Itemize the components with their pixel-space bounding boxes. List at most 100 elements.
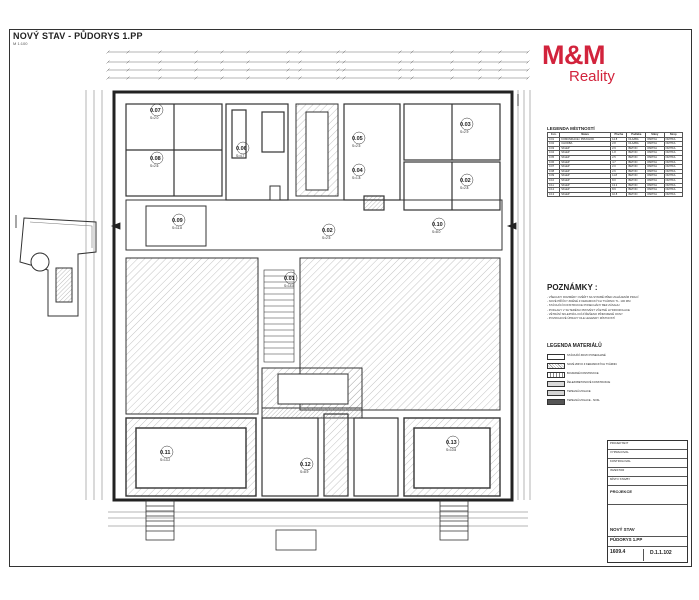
room-label: 0.02S=2.5 (322, 223, 336, 240)
room-label-id: 0.08 (150, 156, 161, 162)
room-label-circle (160, 445, 174, 459)
room-label-id: 0.03 (460, 122, 471, 128)
room-label: 0.01S=14.8 (284, 271, 298, 288)
room-label-circle (284, 271, 298, 285)
table-cell: SKLEP (559, 191, 612, 198)
table-cell: OMÍTKA (663, 191, 684, 198)
room-label-circle (150, 151, 164, 165)
material-swatch (547, 390, 565, 396)
stamp-row: INVESTOR (608, 468, 687, 477)
table-cell: 10.8 (610, 191, 628, 198)
room-label-circle (432, 217, 446, 231)
stamp-row: MÍSTO STAVBY (608, 477, 687, 486)
brand-logo-sub: Reality (569, 68, 615, 85)
room-label-area: S=2.5 (322, 236, 331, 240)
note-line: - STÁVAJÍCÍ KONSTRUKCE PONECHÁNY BEZ ZÁS… (547, 303, 620, 308)
staircase (263, 269, 295, 363)
material-label: TEPELNÁ IZOLACE (567, 390, 591, 393)
room-label: 0.02S=2.8 (460, 173, 474, 190)
material-label: BOURANÉ KONSTRUKCE (567, 372, 599, 375)
room-label-id: 0.02 (322, 228, 333, 234)
middle-strip (261, 367, 363, 419)
stamp-row: KONTROLOVAL (608, 459, 687, 468)
outer-walls (112, 90, 514, 502)
room-label: 0.13S=10.8 (446, 435, 460, 452)
room-label-id: 0.05 (352, 136, 363, 142)
material-label: NOVÉ ZDIVO Z KERAMICKÝCH TVÁRNIC (567, 363, 618, 366)
material-label: TEPELNÁ IZOLACE - SOKL (567, 399, 600, 402)
room-label-circle (446, 435, 460, 449)
room-label-id: 0.04 (352, 168, 364, 174)
material-swatch (547, 372, 565, 378)
material-label: ŽELEZOBETONOVÉ KONSTRUKCE (567, 381, 611, 384)
material-legend-item: BOURANÉ KONSTRUKCE (547, 371, 687, 378)
room-label-id: 0.12 (300, 462, 311, 468)
room-label: 0.10S=8.0 (432, 217, 446, 234)
room-label-circle (352, 163, 366, 177)
material-swatch (547, 363, 565, 369)
room-label-area: S=14.8 (284, 284, 294, 288)
dimension-lines-left (85, 90, 103, 500)
drawing-sheet (9, 29, 692, 567)
brand-logo: M&M Reality (542, 42, 626, 86)
notes-text: - VŠECHNY ROZMĚRY OVĚŘIT NA STAVBĚ PŘED … (547, 295, 685, 320)
legend-rooms-title: LEGENDA MÍSTNOSTÍ (547, 126, 595, 131)
table-cell: OMÍTKA (645, 191, 665, 198)
bottom-room-left (125, 417, 257, 497)
material-legend-item: TEPELNÁ IZOLACE (547, 389, 687, 396)
stamp-company: PROJEKCE (608, 489, 687, 505)
dimension-lines-bottom (108, 511, 528, 527)
material-legend-item: STÁVAJÍCÍ ZDIVO PONECHANÉ (547, 353, 687, 360)
storage-block-right (343, 103, 501, 211)
section-markers (15, 94, 519, 230)
room-label-circle (460, 117, 474, 131)
stamp-row: VYPRACOVAL (608, 450, 687, 459)
room-label-area: S=2.6 (150, 164, 159, 168)
room-label: 0.12S=8.9 (300, 457, 314, 474)
room-label-area: S=2.0 (150, 116, 159, 120)
notes-title: POZNÁMKY : (547, 283, 598, 292)
bottom-center-hall (261, 413, 399, 497)
room-label-area: S=10.8 (446, 448, 456, 452)
light-wells (145, 499, 469, 551)
room-label-area: S=13.2 (160, 458, 170, 462)
note-line: - VĚTRÁNÍ SKLEPNÍCH KÓJÍ ŘEŠENO PŘIROZEN… (547, 311, 623, 316)
material-legend-item: TEPELNÁ IZOLACE - SOKL (547, 398, 687, 405)
material-swatch (547, 399, 565, 405)
bottom-room-right (403, 417, 501, 497)
room-label-area: S=4.7 (236, 154, 245, 158)
room-label-area: S=8.0 (432, 230, 441, 234)
stamp-row: PROJEKTANT (608, 441, 687, 450)
hatched-area-left (125, 257, 259, 415)
left-annex (19, 217, 97, 317)
room-label: 0.08S=2.6 (150, 151, 164, 168)
room-label-area: S=2.5 (352, 144, 361, 148)
dimension-lines-right (517, 90, 531, 500)
room-label: 0.09S=11.8 (172, 213, 186, 230)
room-label-area: S=8.9 (300, 470, 309, 474)
material-swatch (547, 381, 565, 387)
room-label-circle (322, 223, 336, 237)
table-cell: BETON (626, 191, 647, 198)
drawing-title: NOVÝ STAV - PŮDORYS 1.PP (13, 31, 143, 41)
room-label-circle (150, 103, 164, 117)
room-label-id: 0.11 (160, 450, 170, 456)
room-label-circle (352, 131, 366, 145)
room-label-area: S=1.8 (352, 176, 361, 180)
room-label: 0.03S=2.9 (460, 117, 474, 134)
stamp-drawing-label: PŮDORYS 1.PP (608, 537, 687, 547)
room-label: 0.07S=2.0 (150, 103, 164, 120)
room-label-area: S=2.8 (460, 186, 469, 190)
storage-block-left (125, 103, 289, 201)
stamp-object-label: NOVÝ STAV (608, 527, 687, 537)
note-line: - POVRCHOVÉ ÚPRAVY DLE LEGENDY MÍSTNOSTÍ (547, 316, 615, 321)
central-shafts (269, 103, 339, 201)
material-legend-item: ŽELEZOBETONOVÉ KONSTRUKCE (547, 380, 687, 387)
materials-legend-title: LEGENDA MATERIÁLŮ (547, 343, 602, 349)
table-cell: 0.13 (546, 191, 561, 198)
